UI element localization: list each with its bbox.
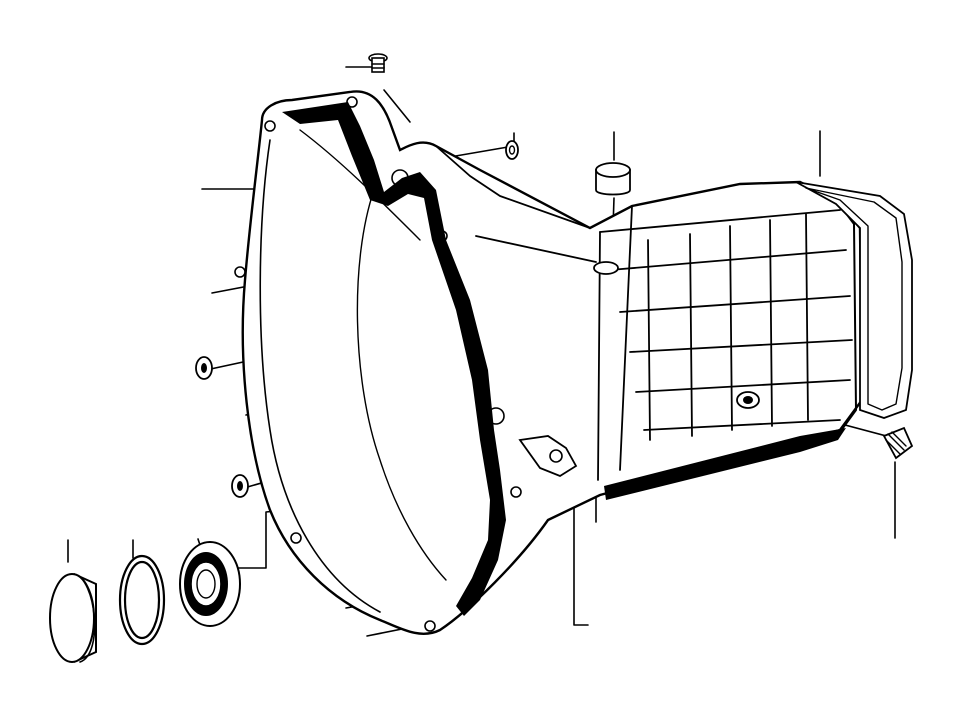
- nose-lower: [475, 235, 597, 263]
- leader-bolt-diag: [383, 89, 411, 123]
- bolt-icon: [368, 53, 388, 73]
- leader-bracket: [573, 459, 589, 626]
- bell-inner-arc: [356, 189, 447, 581]
- rear-flange-bottom: [604, 428, 846, 500]
- sleeve-icon: [231, 474, 249, 498]
- lug-hole: [424, 620, 436, 632]
- housing-outline: [241, 90, 864, 635]
- plug-icon: [595, 162, 631, 196]
- side-drain-hole: [743, 396, 753, 404]
- mount-boss-hole: [549, 449, 563, 463]
- lug-hole: [510, 486, 522, 498]
- cap-icon: [49, 573, 97, 663]
- lug-hole: [290, 532, 302, 544]
- nose-upper: [435, 145, 591, 229]
- bell-rear-wall: [299, 129, 421, 241]
- gasket-icon: [795, 181, 913, 419]
- lug-hole: [264, 120, 276, 132]
- lug-hole: [487, 407, 505, 425]
- circlip-icon: [118, 554, 166, 646]
- threaded-plug-icon: [882, 426, 914, 460]
- bell-inner-edge: [259, 139, 381, 613]
- mount-boss: [518, 435, 578, 478]
- lug-hole: [346, 96, 358, 108]
- top-boss: [593, 261, 619, 275]
- washer-icon: [505, 140, 519, 160]
- lug-hole: [391, 169, 409, 187]
- gasket-inner: [805, 187, 903, 411]
- transmission-housing: [234, 90, 864, 635]
- bearing-icon: [179, 541, 241, 627]
- lug-hole: [436, 230, 448, 242]
- main-case-ribs: [597, 205, 853, 481]
- flange-lugs: [234, 96, 522, 632]
- lug-hole: [234, 266, 246, 278]
- flange-black-edge: [282, 102, 506, 616]
- sleeve-icon: [195, 356, 213, 380]
